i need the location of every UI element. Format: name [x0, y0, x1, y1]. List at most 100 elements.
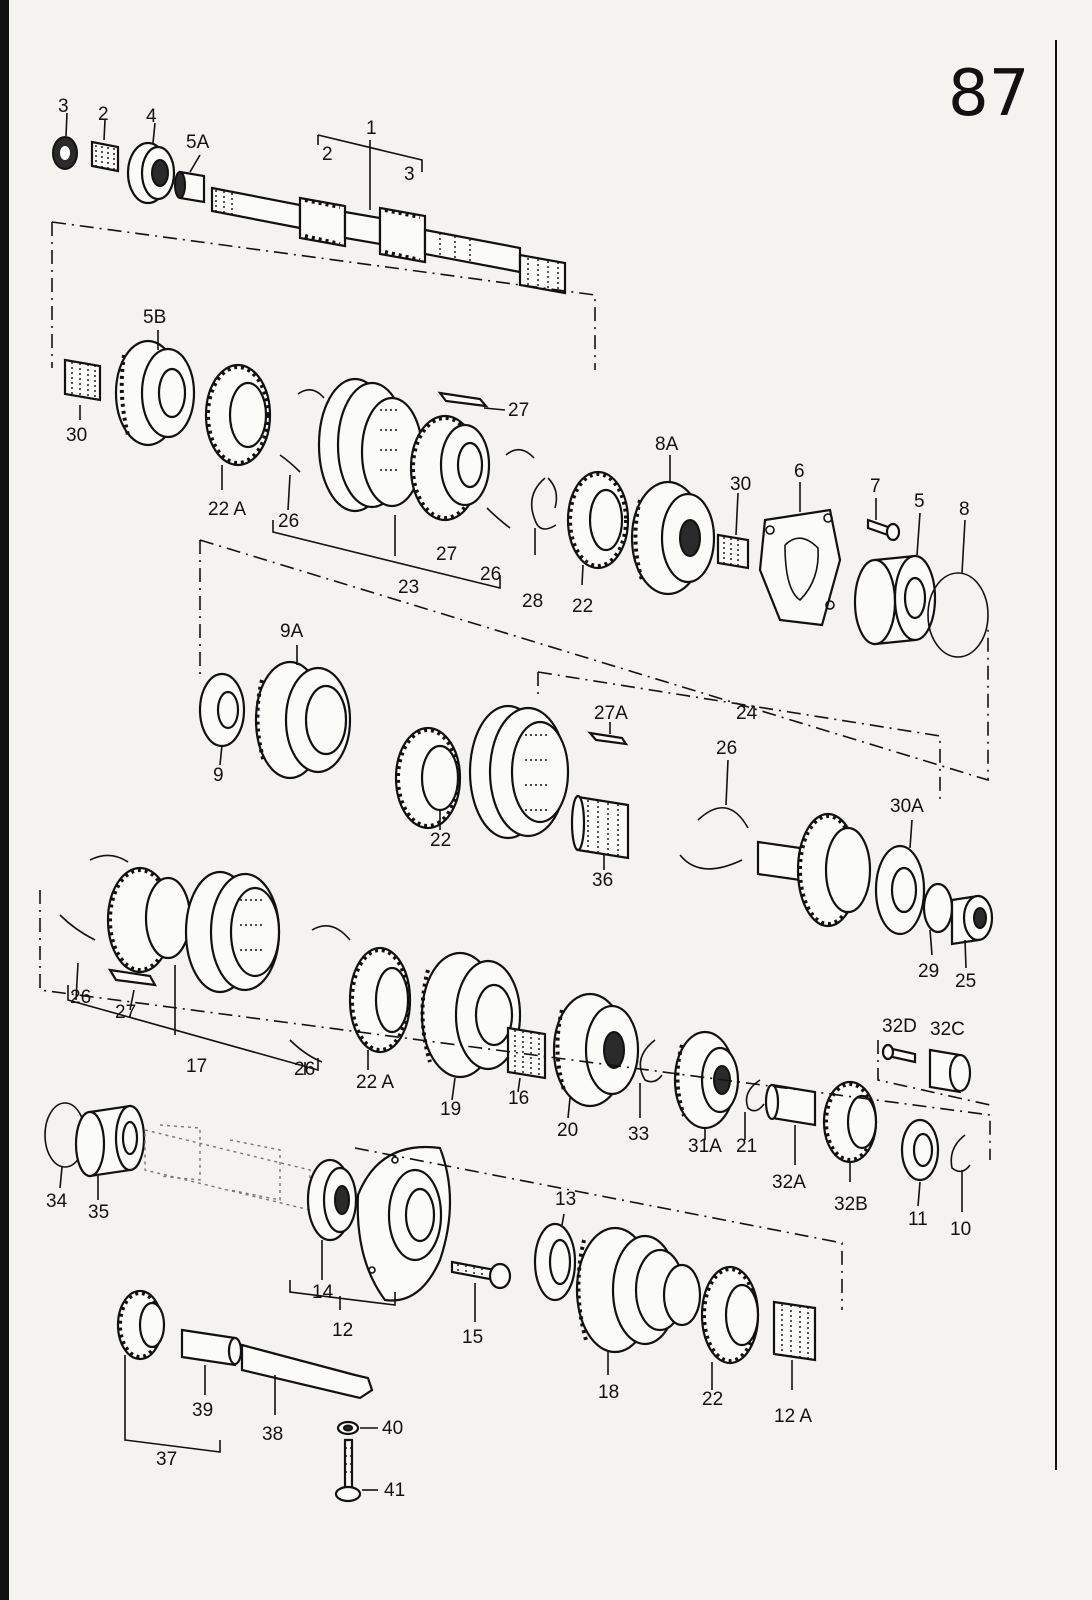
callout-7: 7	[870, 476, 881, 497]
callout-1-sub-2: 2	[322, 144, 333, 165]
part-32b-gear	[822, 1080, 878, 1164]
part-37-reverse-gear	[116, 1289, 166, 1361]
row4-dashed-guide	[39, 890, 991, 1160]
part-39-sleeve	[180, 1328, 243, 1367]
leader-lines	[59, 112, 967, 1491]
row1-dashed-guide	[51, 221, 596, 370]
part-8-snap-ring	[927, 572, 989, 658]
part-26-springs-top	[279, 389, 325, 473]
callout-6: 6	[794, 461, 805, 482]
part-5b-gear	[114, 339, 196, 447]
callout-15: 15	[462, 1327, 483, 1348]
part-32d-bolt	[881, 1043, 917, 1064]
callout-18: 18	[598, 1382, 619, 1403]
callout-40: 40	[382, 1418, 403, 1439]
part-24-hub	[756, 812, 872, 928]
part-22-synchro-ring-top	[566, 470, 630, 570]
part-22-synchro-ring-mid	[394, 726, 462, 830]
callout-26-b: 26	[480, 564, 501, 585]
part-32c-cap	[928, 1048, 972, 1094]
callout-25: 25	[955, 971, 976, 992]
left-scan-edge	[0, 0, 9, 1600]
callout-5b: 5B	[143, 307, 166, 328]
part-21-circlip	[745, 1079, 765, 1112]
part-41-bolt	[334, 1438, 362, 1503]
row-mainshaft-gears	[39, 854, 991, 1182]
row-countershaft	[44, 1102, 843, 1365]
callout-23: 23	[398, 577, 419, 598]
callout-labels: 3 2 4 5A 1 2 3 5B 30 22 A 26 27 27 26 23…	[46, 96, 976, 1501]
part-16-needle-bearing	[506, 1026, 547, 1080]
callout-5: 5	[914, 491, 925, 512]
callout-24: 24	[736, 703, 758, 724]
callout-11: 11	[908, 1209, 928, 1230]
part-27-key-low	[107, 968, 158, 987]
bracket-37	[124, 1355, 221, 1453]
bracket-17	[67, 965, 319, 1072]
callout-22a-low: 22 A	[356, 1072, 394, 1093]
part-23-synchro-sleeve	[317, 377, 424, 513]
part-5a-needle-bearing	[174, 170, 206, 204]
part-24-synchro-sleeve	[468, 704, 570, 840]
countershaft-ghost	[144, 1124, 311, 1211]
callout-12: 12	[332, 1320, 353, 1341]
callout-37: 37	[156, 1449, 177, 1470]
part-2-needle-bearing	[90, 140, 120, 173]
row-middle-synchro	[198, 660, 994, 946]
row3-dashed-guide	[537, 671, 941, 800]
part-8a-gear	[630, 480, 716, 596]
callout-35: 35	[88, 1202, 109, 1223]
part-22a-synchro-ring-low	[348, 946, 412, 1054]
callout-8: 8	[959, 499, 970, 520]
callout-26-e: 26	[294, 1059, 315, 1080]
callout-29: 29	[918, 961, 939, 982]
part-11-washer	[900, 1118, 940, 1182]
callout-13: 13	[555, 1189, 576, 1210]
part-17-sleeve	[184, 870, 281, 994]
part-30a-washer	[874, 844, 926, 936]
row-input-shaft	[51, 134, 596, 370]
callout-3: 3	[58, 96, 69, 117]
part-20-gear	[552, 992, 640, 1108]
part-25-nut	[950, 894, 994, 946]
callout-22a-top: 22 A	[208, 499, 246, 520]
callout-5a: 5A	[186, 132, 210, 153]
part-6-plate	[758, 508, 842, 627]
part-27-synchro-hub	[409, 414, 491, 522]
callout-32d: 32D	[882, 1016, 917, 1037]
callout-31a: 31A	[688, 1136, 722, 1157]
callout-32b: 32B	[834, 1194, 868, 1215]
callout-30-top: 30	[66, 425, 87, 446]
part-9-washer	[198, 672, 246, 748]
callout-8a: 8A	[655, 434, 679, 455]
part-30-needle-bearing-mid	[716, 533, 750, 570]
callout-33: 33	[628, 1124, 649, 1145]
callout-30-mid: 30	[730, 474, 751, 495]
part-10-circlip	[950, 1134, 971, 1173]
row2-dashed-guide	[199, 539, 989, 782]
part-27-key-top	[437, 391, 489, 408]
callout-9a: 9A	[280, 621, 304, 642]
part-3-seal	[52, 136, 78, 170]
callout-34: 34	[46, 1191, 68, 1212]
callout-12a: 12 A	[774, 1406, 812, 1427]
part-38-idler-shaft	[240, 1343, 374, 1400]
callout-14: 14	[312, 1282, 334, 1303]
callout-26-c: 26	[716, 738, 737, 759]
part-22-synchro-ring-low	[700, 1265, 760, 1365]
callout-38: 38	[262, 1424, 283, 1445]
callout-27-mid: 27	[436, 544, 457, 565]
callout-20: 20	[557, 1120, 578, 1141]
bracket-23	[272, 515, 501, 590]
part-26-springs-row4b	[289, 924, 351, 1063]
callout-27-low: 27	[115, 1002, 136, 1023]
part-27a-key	[587, 731, 629, 746]
page-number: 87	[948, 57, 1029, 131]
part-30-needle-bearing	[63, 358, 102, 402]
callout-2: 2	[98, 104, 109, 125]
part-40-washer	[336, 1420, 360, 1436]
callout-22-mid: 22	[430, 830, 451, 851]
part-13-washer	[533, 1222, 577, 1302]
callout-27-top: 27	[508, 400, 529, 421]
